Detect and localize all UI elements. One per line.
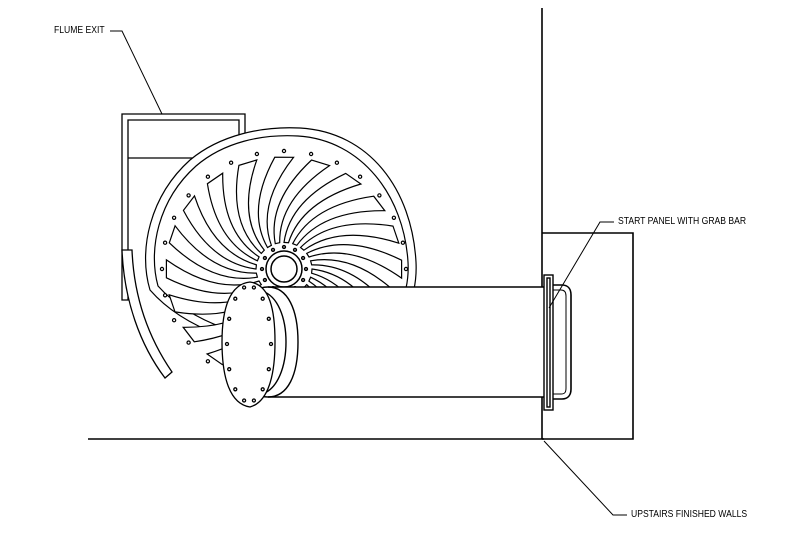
bolt [171,318,177,323]
bolt [260,296,265,301]
bolt [334,160,340,165]
bolt [292,247,298,253]
bolt [262,277,268,283]
bolt [171,215,177,220]
bolt [266,316,271,321]
bolt [224,341,230,347]
spiral-section [299,223,400,251]
bolt [186,340,191,345]
bolt [159,266,165,272]
bolt [268,341,274,347]
bolt [251,398,257,403]
spiral-section [182,194,258,270]
bolt [233,387,238,392]
spiral-section [168,224,259,279]
bolt [233,296,238,301]
straight-tube [237,286,549,398]
bolt [403,266,409,272]
bolt [308,151,314,157]
label-upstairs-walls: UPSTAIRS FINISHED WALLS [631,509,748,520]
spiral-section [283,172,363,244]
bolt [241,398,247,403]
bolt [357,174,363,179]
bolt [162,293,168,298]
start-panel [543,274,572,411]
bolt [259,266,265,272]
label-flume-exit: FLUME EXIT [54,25,105,36]
leader-start-panel [548,221,614,309]
bolt [241,285,247,290]
bolt [303,266,309,272]
flume-exit-chute [121,113,246,379]
bolt [377,193,382,198]
bolt [391,215,397,220]
bolt [251,285,257,290]
bolt [281,148,287,154]
bolt [262,255,268,261]
tube-entry-flange [221,281,276,408]
bolt [254,151,260,157]
bolt [270,247,276,253]
spiral-section [206,172,260,262]
leader-upstairs-walls [543,440,627,516]
grab-bar [553,284,572,400]
leaders [110,30,627,516]
label-start-panel: START PANEL WITH GRAB BAR [618,216,747,227]
bolt [300,255,306,261]
bolt [266,367,271,372]
bolt [260,387,265,392]
bolt [205,174,211,179]
spiral-section [305,244,403,280]
bolt [300,277,306,283]
start-panel-alcove [542,232,634,440]
bolt [162,240,168,245]
spiral-section [273,159,331,245]
spiral-section [291,195,387,247]
bolt [186,193,191,198]
bolt [205,359,211,364]
bolt [281,244,287,250]
spiral-section [235,158,266,255]
spiral-section [257,156,295,249]
bolt [228,160,234,165]
bolt [227,367,232,372]
bolt [227,316,232,321]
bolt [400,240,406,245]
leader-flume-exit [110,30,163,115]
